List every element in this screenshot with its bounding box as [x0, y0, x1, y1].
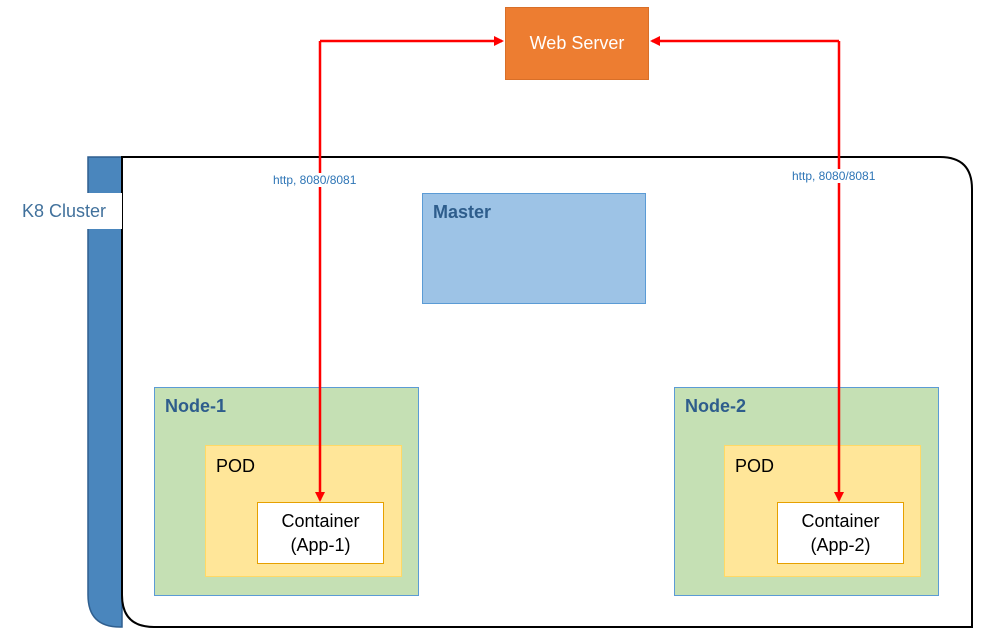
connection-label-right: http, 8080/8081	[790, 169, 878, 183]
node-2-container[interactable]: Container (App-2)	[777, 502, 904, 564]
node-1-pod-label: POD	[216, 456, 256, 476]
cluster-label: K8 Cluster	[0, 193, 122, 229]
node-2-title: Node-2	[685, 396, 747, 416]
node-1-title: Node-1	[165, 396, 227, 416]
node-1-container-line1: Container	[281, 511, 360, 531]
connection-label-left: http, 8080/8081	[271, 173, 359, 187]
node-2-container-line1: Container	[801, 511, 880, 531]
node-1-container[interactable]: Container (App-1)	[257, 502, 384, 564]
master-box[interactable]: Master	[422, 193, 646, 304]
node-2-container-line2: (App-2)	[810, 535, 871, 555]
master-title: Master	[433, 202, 492, 222]
node-2-pod-label: POD	[735, 456, 775, 476]
node-1-container-line2: (App-1)	[290, 535, 351, 555]
web-server-box[interactable]: Web Server	[505, 7, 649, 80]
cluster-tab-shape	[87, 156, 123, 628]
web-server-label: Web Server	[529, 33, 625, 53]
